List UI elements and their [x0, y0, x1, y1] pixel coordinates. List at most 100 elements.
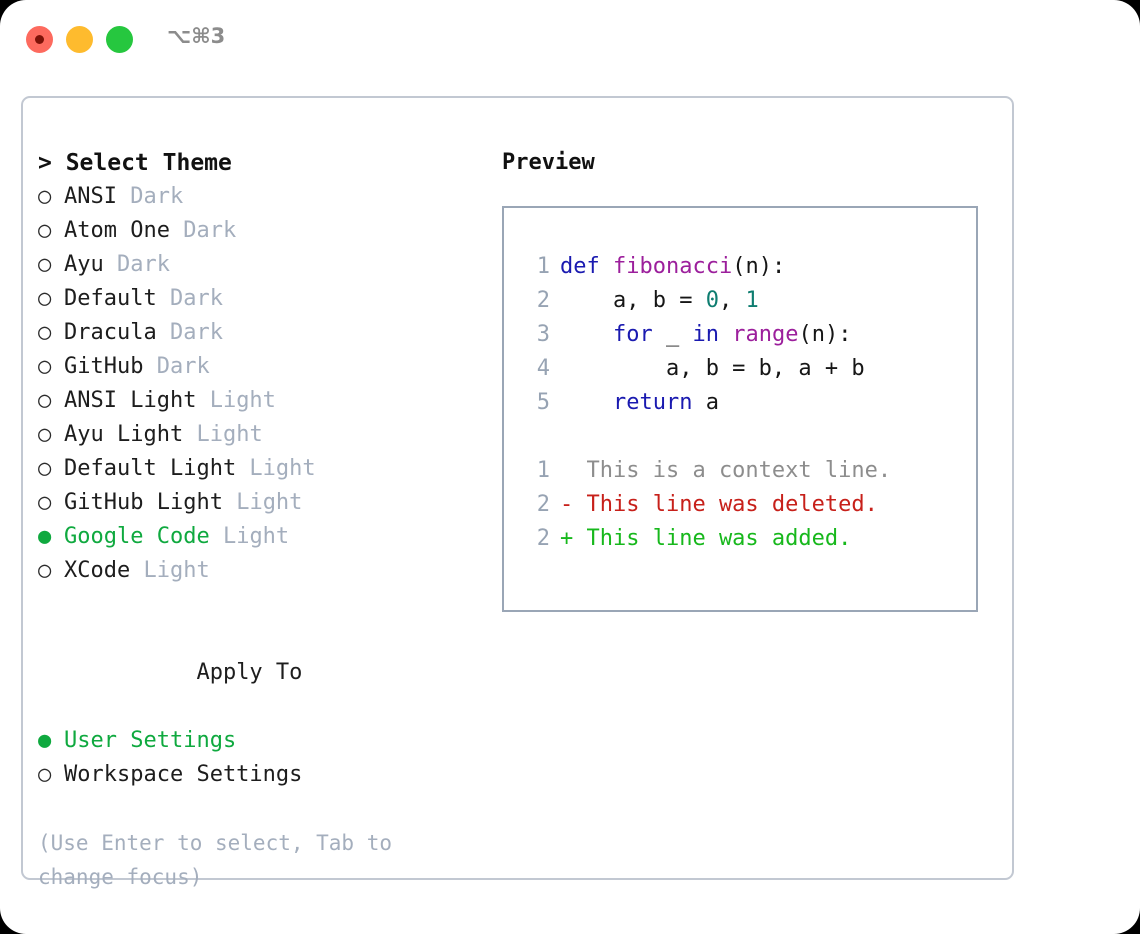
- theme-option-default-light[interactable]: ○ Default Light Light: [38, 452, 488, 486]
- radio-selected-icon: ●: [38, 728, 52, 753]
- theme-option-google-code[interactable]: ● Google Code Light: [38, 520, 488, 554]
- theme-option-label: ANSI: [64, 184, 117, 209]
- theme-option-label: Default Light: [64, 456, 237, 481]
- code-token-plain: (n):: [798, 322, 852, 347]
- theme-option-label: Ayu Light: [64, 422, 184, 447]
- radio-unselected-icon: ○: [38, 456, 52, 481]
- radio-selected-icon: ●: [38, 524, 52, 549]
- theme-option-tag: Dark: [103, 252, 170, 277]
- code-line: 4 a, b = b, a + b: [524, 352, 976, 386]
- apply-to-option-user-settings[interactable]: ● User Settings: [38, 724, 488, 758]
- apply-to-header: ○Apply To: [38, 622, 488, 724]
- theme-option-label: GitHub: [64, 354, 144, 379]
- theme-option-tag: Light: [196, 388, 276, 413]
- code-token-plain: a: [692, 390, 719, 415]
- apply-to-list[interactable]: ● User Settings ○ Workspace Settings: [38, 724, 488, 792]
- diff-line: 2 - This line was deleted.: [524, 488, 976, 522]
- theme-option-dracula[interactable]: ○Dracula Dark: [38, 316, 488, 350]
- select-theme-header: > Select Theme: [38, 150, 232, 176]
- preview-header: Preview: [502, 150, 595, 175]
- code-token-plain: [719, 322, 732, 347]
- theme-option-label: Dracula: [64, 320, 157, 345]
- code-token-num: 1: [745, 288, 759, 313]
- line-number: 4: [536, 356, 550, 381]
- code-token-plain: a, b = b, a + b: [560, 356, 865, 381]
- theme-option-label: Default: [64, 286, 157, 311]
- radio-unselected-icon: ○: [38, 558, 52, 583]
- theme-option-github-light[interactable]: ○ GitHub Light Light: [38, 486, 488, 520]
- radio-unselected-icon: ○: [38, 286, 52, 311]
- theme-option-label: XCode: [64, 558, 131, 583]
- code-line: 1 def fibonacci(n):: [524, 250, 976, 284]
- content-panel: > Select Theme ○ANSI Dark○Atom One Dark○…: [21, 96, 1014, 889]
- theme-option-atom-one[interactable]: ○ Atom One Dark: [38, 214, 488, 248]
- theme-option-tag: Light: [130, 558, 210, 583]
- apply-to-option-label: User Settings: [64, 728, 237, 753]
- theme-option-tag: Light: [183, 422, 263, 447]
- radio-unselected-icon: ○: [38, 354, 52, 379]
- line-number: 1: [536, 458, 550, 483]
- minimize-window-button[interactable]: [66, 26, 93, 53]
- apply-to-group: ○Apply To ● User Settings ○ Workspace Setti…: [38, 622, 488, 792]
- line-number: 2: [536, 526, 550, 551]
- maximize-window-button[interactable]: [106, 26, 133, 53]
- code-token-del: - This line was deleted.: [560, 492, 878, 517]
- code-line: 5 return a: [524, 386, 976, 420]
- radio-unselected-icon: ○: [38, 762, 52, 787]
- theme-option-label: Ayu: [64, 252, 104, 277]
- theme-option-ansi-light[interactable]: ○ ANSI Light Light: [38, 384, 488, 418]
- code-line: 2 a, b = 0, 1: [524, 284, 976, 318]
- theme-option-ansi[interactable]: ○ANSI Dark: [38, 180, 488, 214]
- theme-option-label: Atom One: [64, 218, 170, 243]
- line-number: 5: [536, 390, 550, 415]
- apply-to-option-label: Workspace Settings: [64, 762, 303, 787]
- theme-option-tag: Dark: [143, 354, 210, 379]
- theme-option-tag: Dark: [116, 184, 184, 209]
- theme-option-tag: Dark: [156, 320, 223, 345]
- theme-option-github[interactable]: ○ GitHub Dark: [38, 350, 488, 384]
- code-line: 3 for _ in range(n):: [524, 318, 976, 352]
- theme-option-tag: Dark: [156, 286, 223, 311]
- theme-option-default[interactable]: ○ Default Dark: [38, 282, 488, 316]
- theme-option-tag: Light: [236, 456, 316, 481]
- code-token-plain: (n):: [732, 254, 786, 279]
- theme-list[interactable]: ○ANSI Dark○Atom One Dark○Ayu Dark○Defaul…: [38, 180, 488, 588]
- code-token-kw: for: [612, 322, 653, 347]
- line-number: 3: [536, 322, 550, 347]
- theme-option-tag: Light: [222, 490, 303, 515]
- theme-selector-column: > Select Theme ○ANSI Dark○Atom One Dark○…: [38, 146, 488, 894]
- code-token-plain: a, b =: [560, 288, 706, 313]
- line-number: 1: [536, 254, 550, 279]
- theme-option-ayu[interactable]: ○ Ayu Dark: [38, 248, 488, 282]
- diff-sample-block: 1 This is a context line.2- This line wa…: [524, 454, 976, 556]
- code-token-fn: range: [732, 322, 799, 347]
- code-token-fn: fibonacci: [612, 254, 733, 279]
- line-number: 2: [536, 492, 550, 517]
- diff-line: 2 + This line was added.: [524, 522, 976, 556]
- radio-unselected-icon: ○: [38, 218, 52, 243]
- apply-to-option-workspace-settings[interactable]: ○ Workspace Settings: [38, 758, 488, 792]
- radio-unselected-icon: ○: [38, 388, 52, 413]
- code-token-kw: in: [692, 322, 719, 347]
- theme-option-tag: Light: [209, 524, 290, 549]
- theme-option-label: Google Code: [64, 524, 210, 549]
- theme-option-xcode[interactable]: ○ XCode Light: [38, 554, 488, 588]
- theme-option-label: GitHub Light: [64, 490, 223, 515]
- keyboard-shortcut-label: ⌥⌘3: [167, 24, 226, 48]
- code-token-add: + This line was added.: [560, 526, 852, 551]
- line-number: 2: [536, 288, 550, 313]
- code-token-plain: ,: [718, 288, 746, 313]
- radio-unselected-icon: ○: [38, 252, 52, 277]
- theme-option-label: ANSI Light: [64, 388, 197, 413]
- hint-text: (Use Enter to select, Tab to change focu…: [38, 831, 405, 889]
- code-token-kw: def: [560, 254, 613, 279]
- apply-to-header-label: Apply To: [196, 660, 303, 685]
- theme-option-ayu-light[interactable]: ○Ayu Light Light: [38, 418, 488, 452]
- code-token-plain: [560, 390, 613, 415]
- theme-option-tag: Dark: [169, 218, 237, 243]
- radio-unselected-icon: ○: [38, 490, 52, 515]
